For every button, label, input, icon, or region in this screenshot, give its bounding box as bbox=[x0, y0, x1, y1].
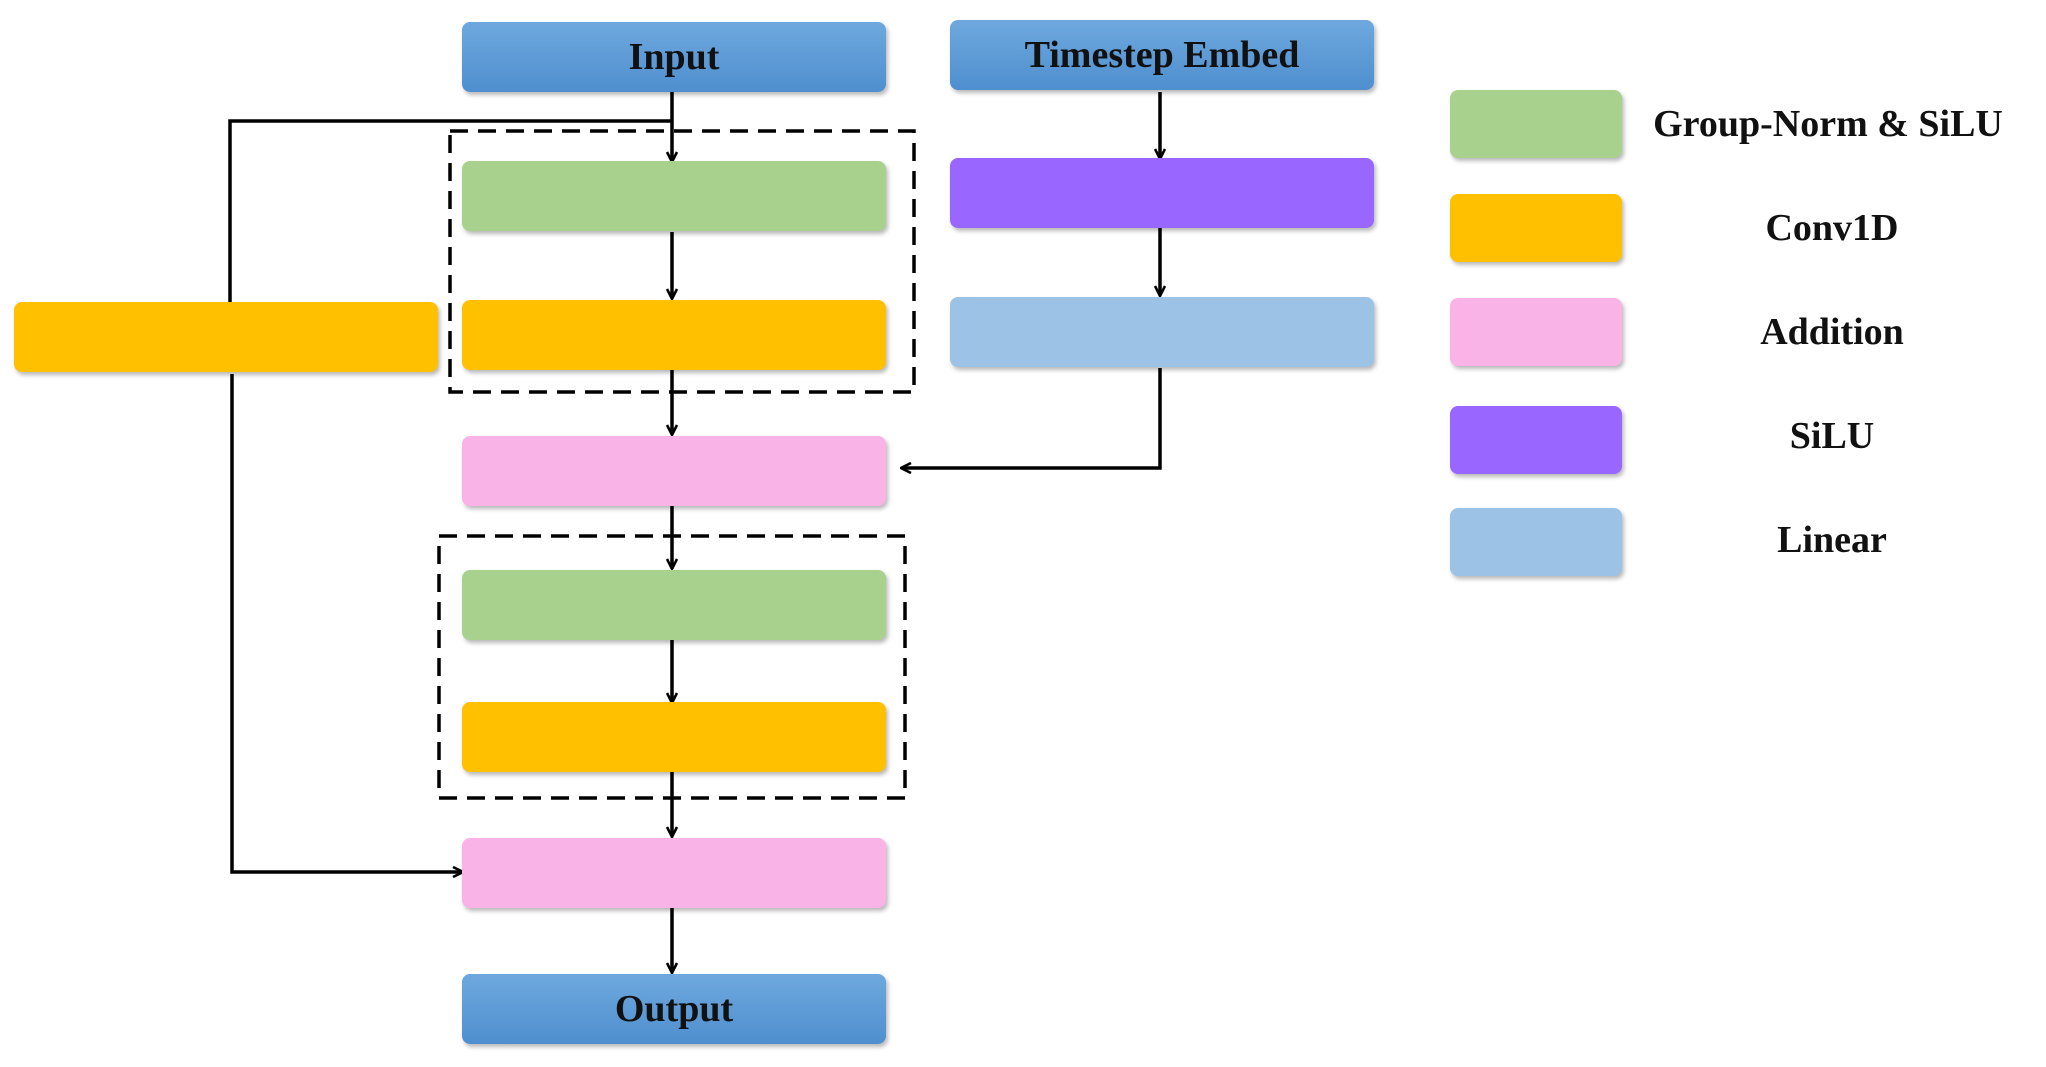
arrow-linear-to-add1 bbox=[902, 368, 1162, 468]
legend-label-conv1d: Conv1D bbox=[1765, 207, 1899, 249]
addition-block-1 bbox=[462, 436, 886, 506]
legend-label-linear: Linear bbox=[1777, 519, 1887, 561]
legend-swatch-group-norm-silu bbox=[1450, 90, 1622, 158]
skip-line-top bbox=[228, 119, 672, 302]
legend-label-addition: Addition bbox=[1760, 311, 1904, 353]
legend-label-silu: SiLU bbox=[1789, 415, 1875, 457]
output-block: Output bbox=[462, 974, 886, 1044]
legend-swatch-addition bbox=[1450, 298, 1622, 366]
addition-block-2 bbox=[462, 838, 886, 908]
conv1d-block-2 bbox=[462, 702, 886, 772]
arrow-skip-to-add2 bbox=[230, 374, 462, 872]
legend-label-group-norm-silu: Group-Norm & SiLU bbox=[1653, 103, 2003, 145]
group-norm-silu-block-2 bbox=[462, 570, 886, 640]
legend-swatch-linear bbox=[1450, 508, 1622, 576]
silu-block bbox=[950, 158, 1374, 228]
conv1d-block-1 bbox=[462, 300, 886, 370]
linear-block bbox=[950, 297, 1374, 367]
legend-swatch-silu bbox=[1450, 406, 1622, 474]
group-norm-silu-block-1 bbox=[462, 161, 886, 231]
input-block: Input bbox=[462, 22, 886, 92]
dashed-group-1 bbox=[448, 129, 916, 394]
skip-conv1d-block bbox=[14, 302, 438, 372]
timestep-embed-block: Timestep Embed bbox=[950, 20, 1374, 90]
legend-swatch-conv1d bbox=[1450, 194, 1622, 262]
